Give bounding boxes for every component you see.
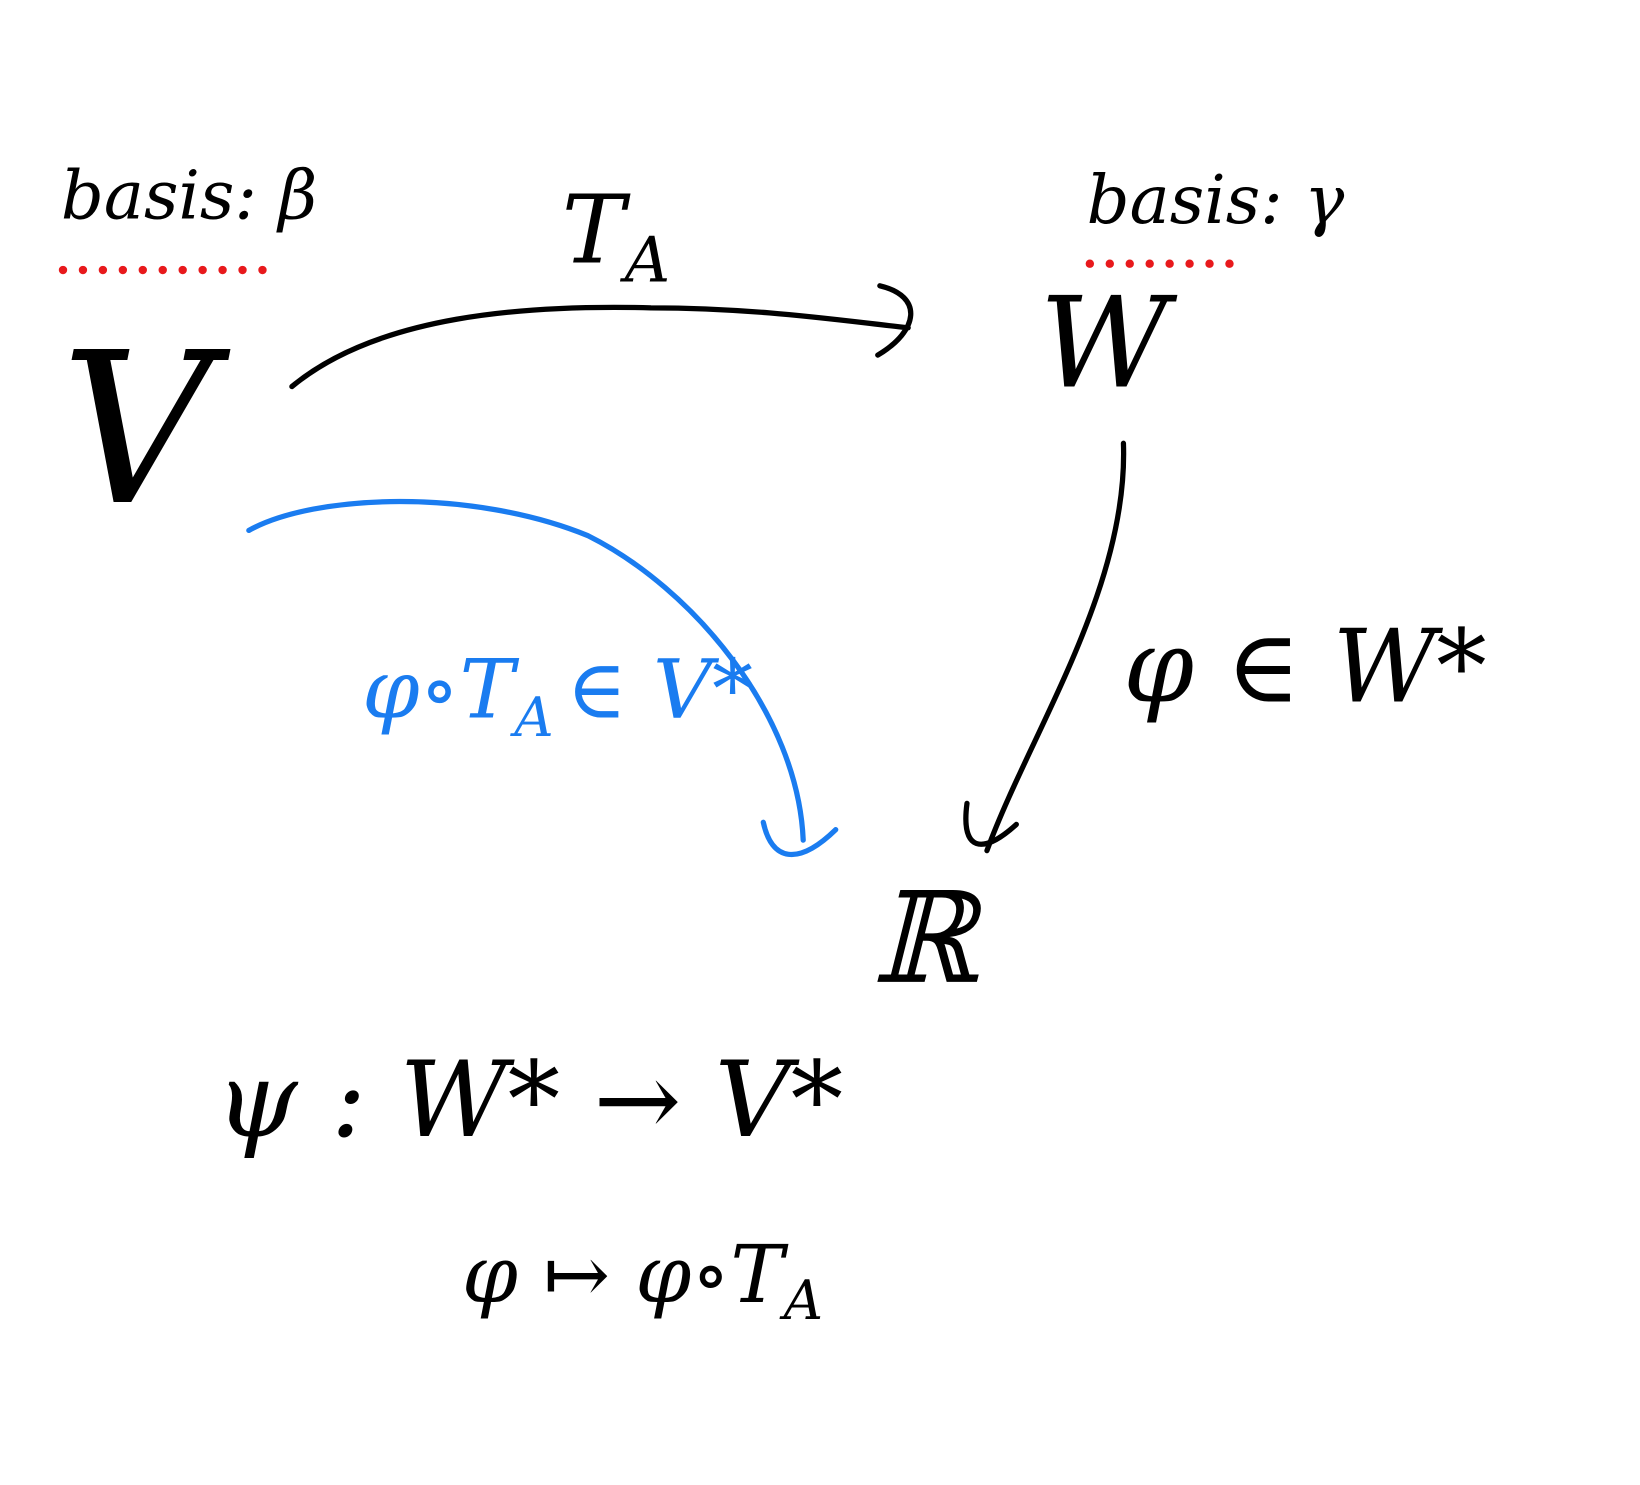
basis-gamma-label: basis: γ: [1087, 161, 1346, 239]
arrowhead-composite: [760, 819, 839, 858]
psi-rule: φ ↦ φ∘TA: [462, 1228, 823, 1332]
arrowhead-t-a: [875, 283, 914, 358]
map-t-label: TA: [562, 176, 671, 297]
space-w: W: [1039, 270, 1178, 417]
psi-definition: ψ : W* → V*: [215, 1039, 843, 1161]
reals-label: ℝ: [871, 865, 983, 1012]
space-v: V: [61, 307, 231, 552]
composite-label: φ∘TA∈ V*: [362, 642, 753, 749]
phi-member-label: φ ∈ W*: [1123, 608, 1486, 726]
arrow-t-a: [289, 304, 911, 390]
arrow-composite: [246, 499, 806, 843]
basis-beta-label: basis: β: [61, 157, 317, 235]
arrow-phi: [984, 440, 1127, 854]
basis-gamma-underline: [1085, 259, 1234, 268]
basis-beta-underline: [58, 265, 267, 275]
arrowhead-phi: [963, 800, 1019, 847]
